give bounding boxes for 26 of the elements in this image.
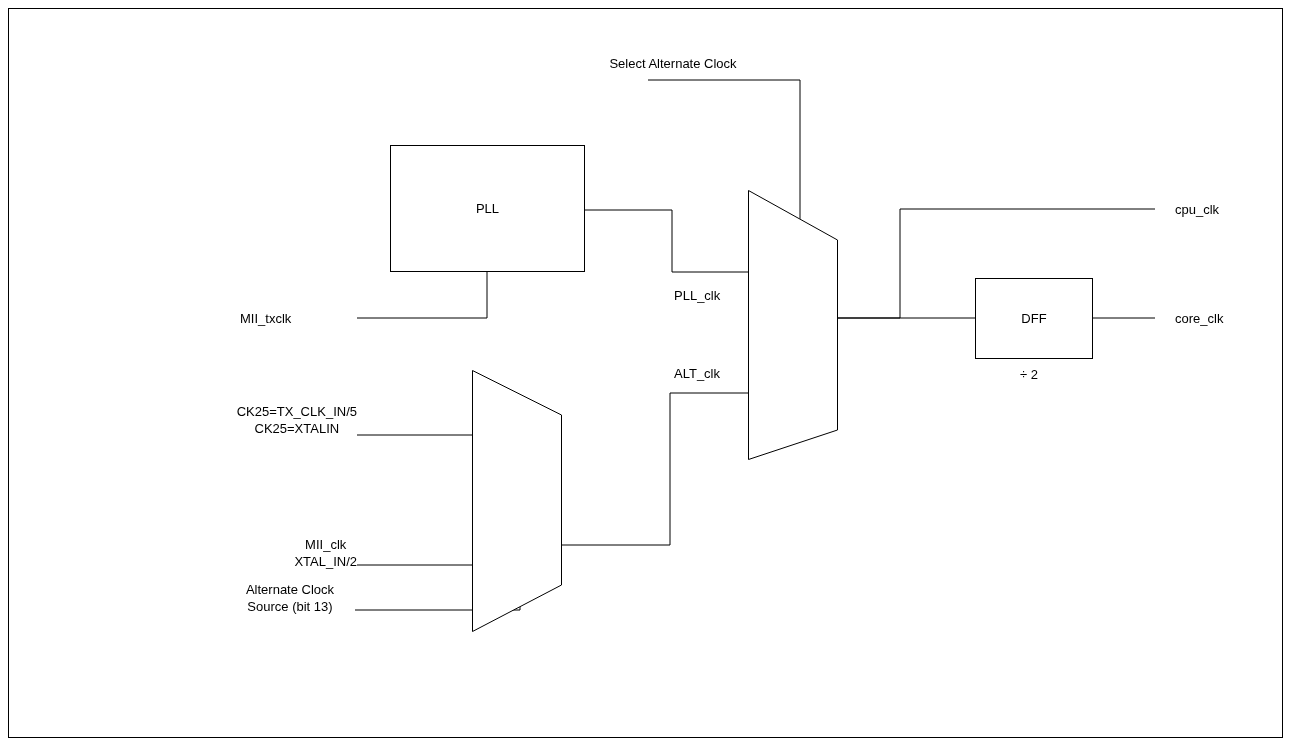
- signal-line: [1092, 317, 1156, 319]
- divider-note: ÷ 2: [1020, 367, 1038, 382]
- signal-label: CK25=XTALIN: [254, 420, 340, 437]
- signal-line: [356, 271, 488, 319]
- edge-label: PLL_clk: [674, 288, 721, 303]
- multiplexer-symbol: [748, 190, 838, 460]
- signal-label: MII_clk: [305, 536, 347, 553]
- signal-label: Alternate Clock Source (bit 13): [225, 580, 355, 616]
- signal-label: cpu_clk: [1155, 199, 1245, 219]
- signal-line: [837, 317, 976, 319]
- signal-line: [647, 79, 801, 220]
- signal-line: [356, 434, 473, 436]
- dff-block: [975, 278, 1093, 359]
- pll-block: [390, 145, 585, 272]
- signal-label: CK25=TX_CLK_IN/5: [236, 403, 357, 420]
- edge-label: ALT_clk: [674, 366, 720, 381]
- signal-label: MII_txclk: [240, 308, 357, 328]
- signal-label: Select Alternate Clock: [570, 46, 776, 80]
- block-label: PLL: [475, 200, 500, 217]
- signal-line: [356, 564, 473, 566]
- signal-label: XTAL_IN/2: [294, 553, 357, 570]
- signal-label: core_clk: [1155, 308, 1245, 328]
- signal-line: [561, 392, 749, 546]
- multiplexer-symbol: [472, 370, 562, 632]
- signal-line: [584, 209, 749, 273]
- block-label: DFF: [1021, 310, 1047, 327]
